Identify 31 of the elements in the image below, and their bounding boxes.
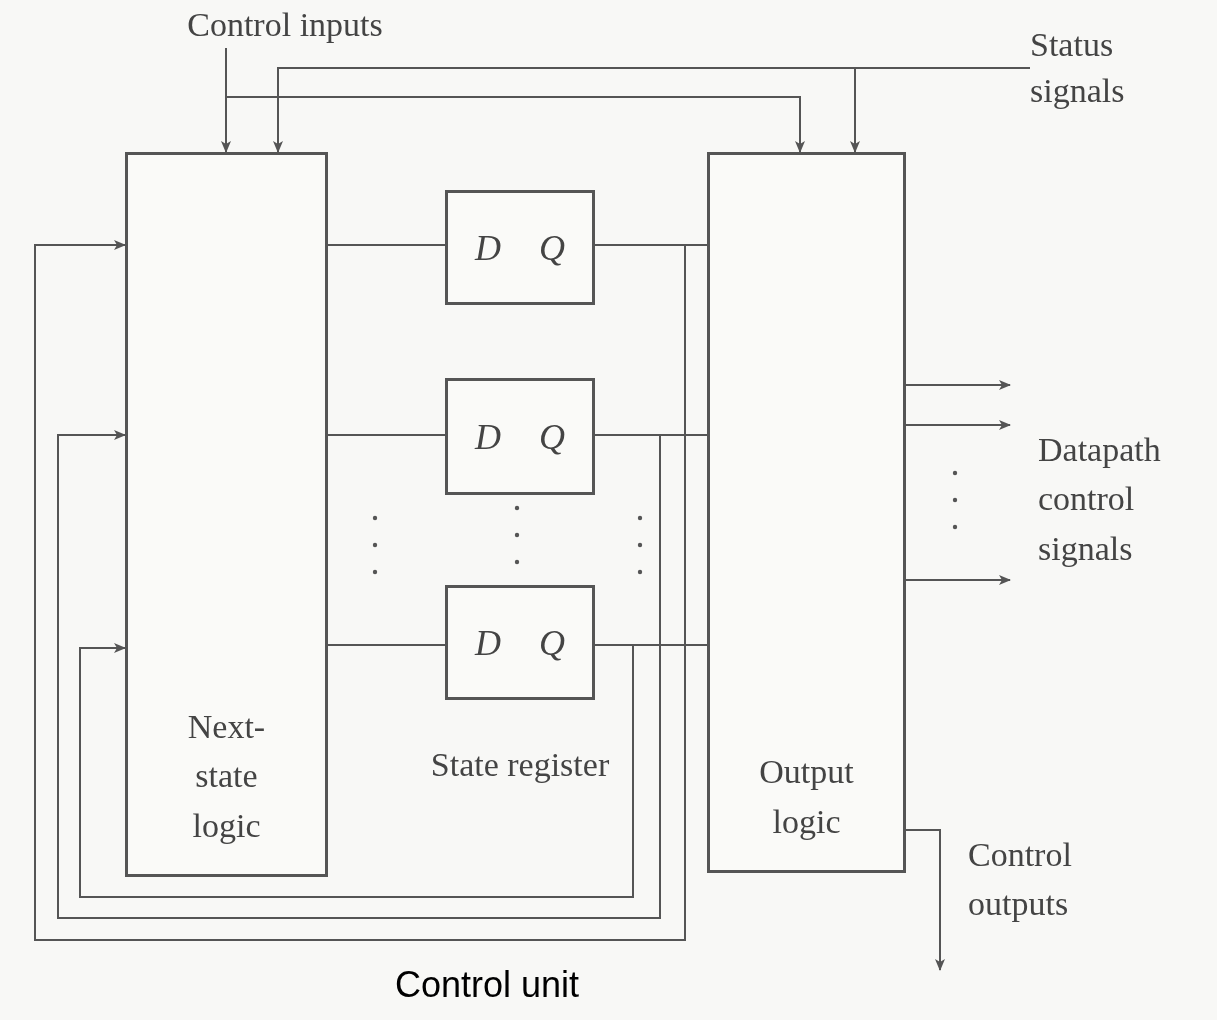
arrow (79, 643, 634, 898)
pin-label: Q (539, 624, 565, 661)
arrow (905, 380, 1011, 390)
arrow (905, 420, 1011, 430)
pin-label: D (475, 229, 501, 266)
connector-line (327, 644, 446, 646)
pin-label: Q (539, 229, 565, 266)
connector-line (327, 244, 446, 246)
signal-label: Control inputs (186, 5, 384, 46)
arrow (905, 829, 945, 971)
flip-flop-box (445, 585, 595, 700)
flip-flop-box (445, 190, 595, 305)
signal-label: Status signals (1030, 25, 1126, 111)
signal-label: State register (430, 745, 610, 785)
logic-block (707, 152, 906, 873)
block-label: Output logic (758, 752, 855, 842)
arrow (57, 430, 661, 919)
pin-label: D (475, 418, 501, 455)
logic-block (125, 152, 328, 877)
connector-line (327, 434, 446, 436)
pin-label: Q (539, 418, 565, 455)
signal-label: Datapath control signals (1038, 430, 1162, 569)
pin-label: D (475, 624, 501, 661)
block-label: Next- state logic (186, 707, 267, 846)
arrow (34, 240, 686, 941)
caption: Control unit (395, 963, 580, 1007)
arrow (225, 47, 805, 153)
flip-flop-box (445, 378, 595, 495)
arrow (850, 67, 1031, 153)
arrow (905, 575, 1011, 585)
signal-label: Control outputs (968, 835, 1073, 925)
